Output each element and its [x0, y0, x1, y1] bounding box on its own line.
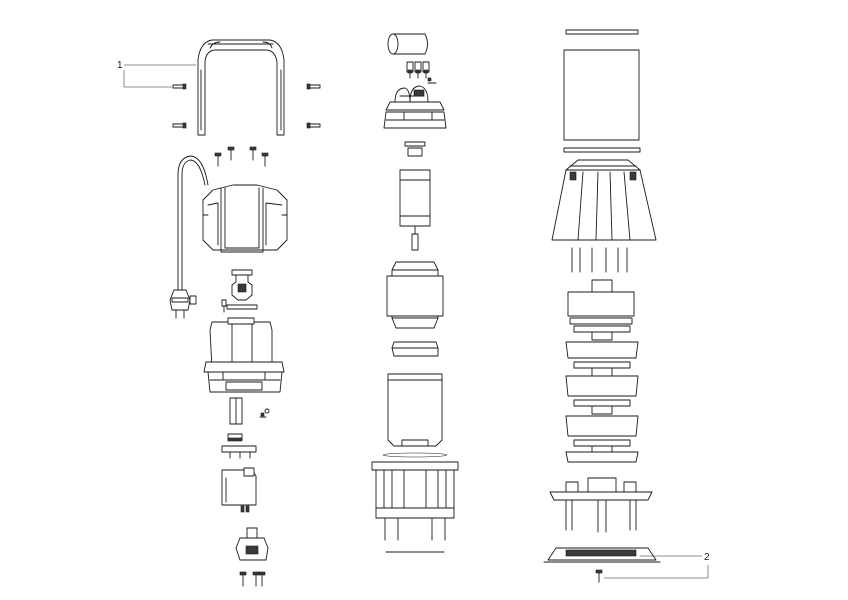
pump-base[interactable] — [543, 547, 661, 563]
washer-set[interactable] — [259, 408, 270, 418]
motor-housing[interactable] — [203, 317, 285, 393]
rotor[interactable] — [399, 169, 431, 251]
jacket-ring[interactable] — [563, 147, 641, 153]
base-frame[interactable] — [371, 461, 459, 541]
wire-connectors[interactable] — [406, 61, 437, 84]
outer-jacket[interactable] — [563, 49, 640, 141]
handle-bolt[interactable] — [306, 122, 321, 129]
seal-ring[interactable] — [391, 341, 439, 357]
callout-1: 1 — [117, 60, 196, 88]
screw[interactable] — [261, 152, 269, 167]
capacitor-cylinder[interactable] — [387, 33, 428, 55]
power-plug[interactable] — [169, 289, 197, 319]
drive-shaft[interactable] — [229, 397, 243, 425]
screw[interactable] — [214, 152, 222, 167]
gasket[interactable] — [382, 452, 448, 458]
suction-plate[interactable] — [549, 477, 653, 533]
stud-bolts[interactable] — [571, 247, 628, 273]
top-plate[interactable] — [565, 29, 639, 35]
impeller-stage-4[interactable] — [565, 399, 639, 437]
bearing[interactable] — [404, 141, 426, 157]
top-cover[interactable] — [202, 184, 288, 253]
pump-casing[interactable] — [387, 373, 443, 447]
carry-handle[interactable] — [197, 39, 285, 136]
screw[interactable] — [227, 146, 235, 161]
impeller-stage-2[interactable] — [565, 325, 639, 359]
impeller-stage-3[interactable] — [565, 361, 639, 397]
screw[interactable] — [249, 146, 257, 161]
handle-bolt[interactable] — [172, 83, 187, 90]
callout-2: 2 — [604, 552, 710, 579]
handle-bolt[interactable] — [306, 83, 321, 90]
handle-bolt[interactable] — [172, 122, 187, 129]
power-cable[interactable] — [177, 155, 209, 291]
capacitor[interactable] — [235, 527, 269, 561]
bottom-screws[interactable] — [239, 571, 266, 587]
impeller-stage-5[interactable] — [565, 439, 639, 463]
callout-1-label: 1 — [117, 60, 123, 71]
screw-pair[interactable] — [240, 505, 250, 513]
base-screw[interactable] — [595, 569, 603, 583]
float-switch-assembly[interactable] — [221, 269, 258, 313]
coupling[interactable] — [221, 433, 257, 459]
wiring-block[interactable] — [385, 85, 445, 111]
middle-assembly — [371, 33, 459, 553]
terminal-block[interactable] — [221, 467, 257, 506]
impeller-stage-1[interactable] — [567, 279, 635, 325]
left-assembly: 1 — [117, 39, 321, 587]
upper-diffuser[interactable] — [551, 159, 657, 241]
right-assembly: 2 — [543, 29, 710, 583]
upper-bearing-housing[interactable] — [383, 111, 447, 129]
stator[interactable] — [386, 261, 444, 329]
callout-2-label: 2 — [704, 552, 710, 563]
